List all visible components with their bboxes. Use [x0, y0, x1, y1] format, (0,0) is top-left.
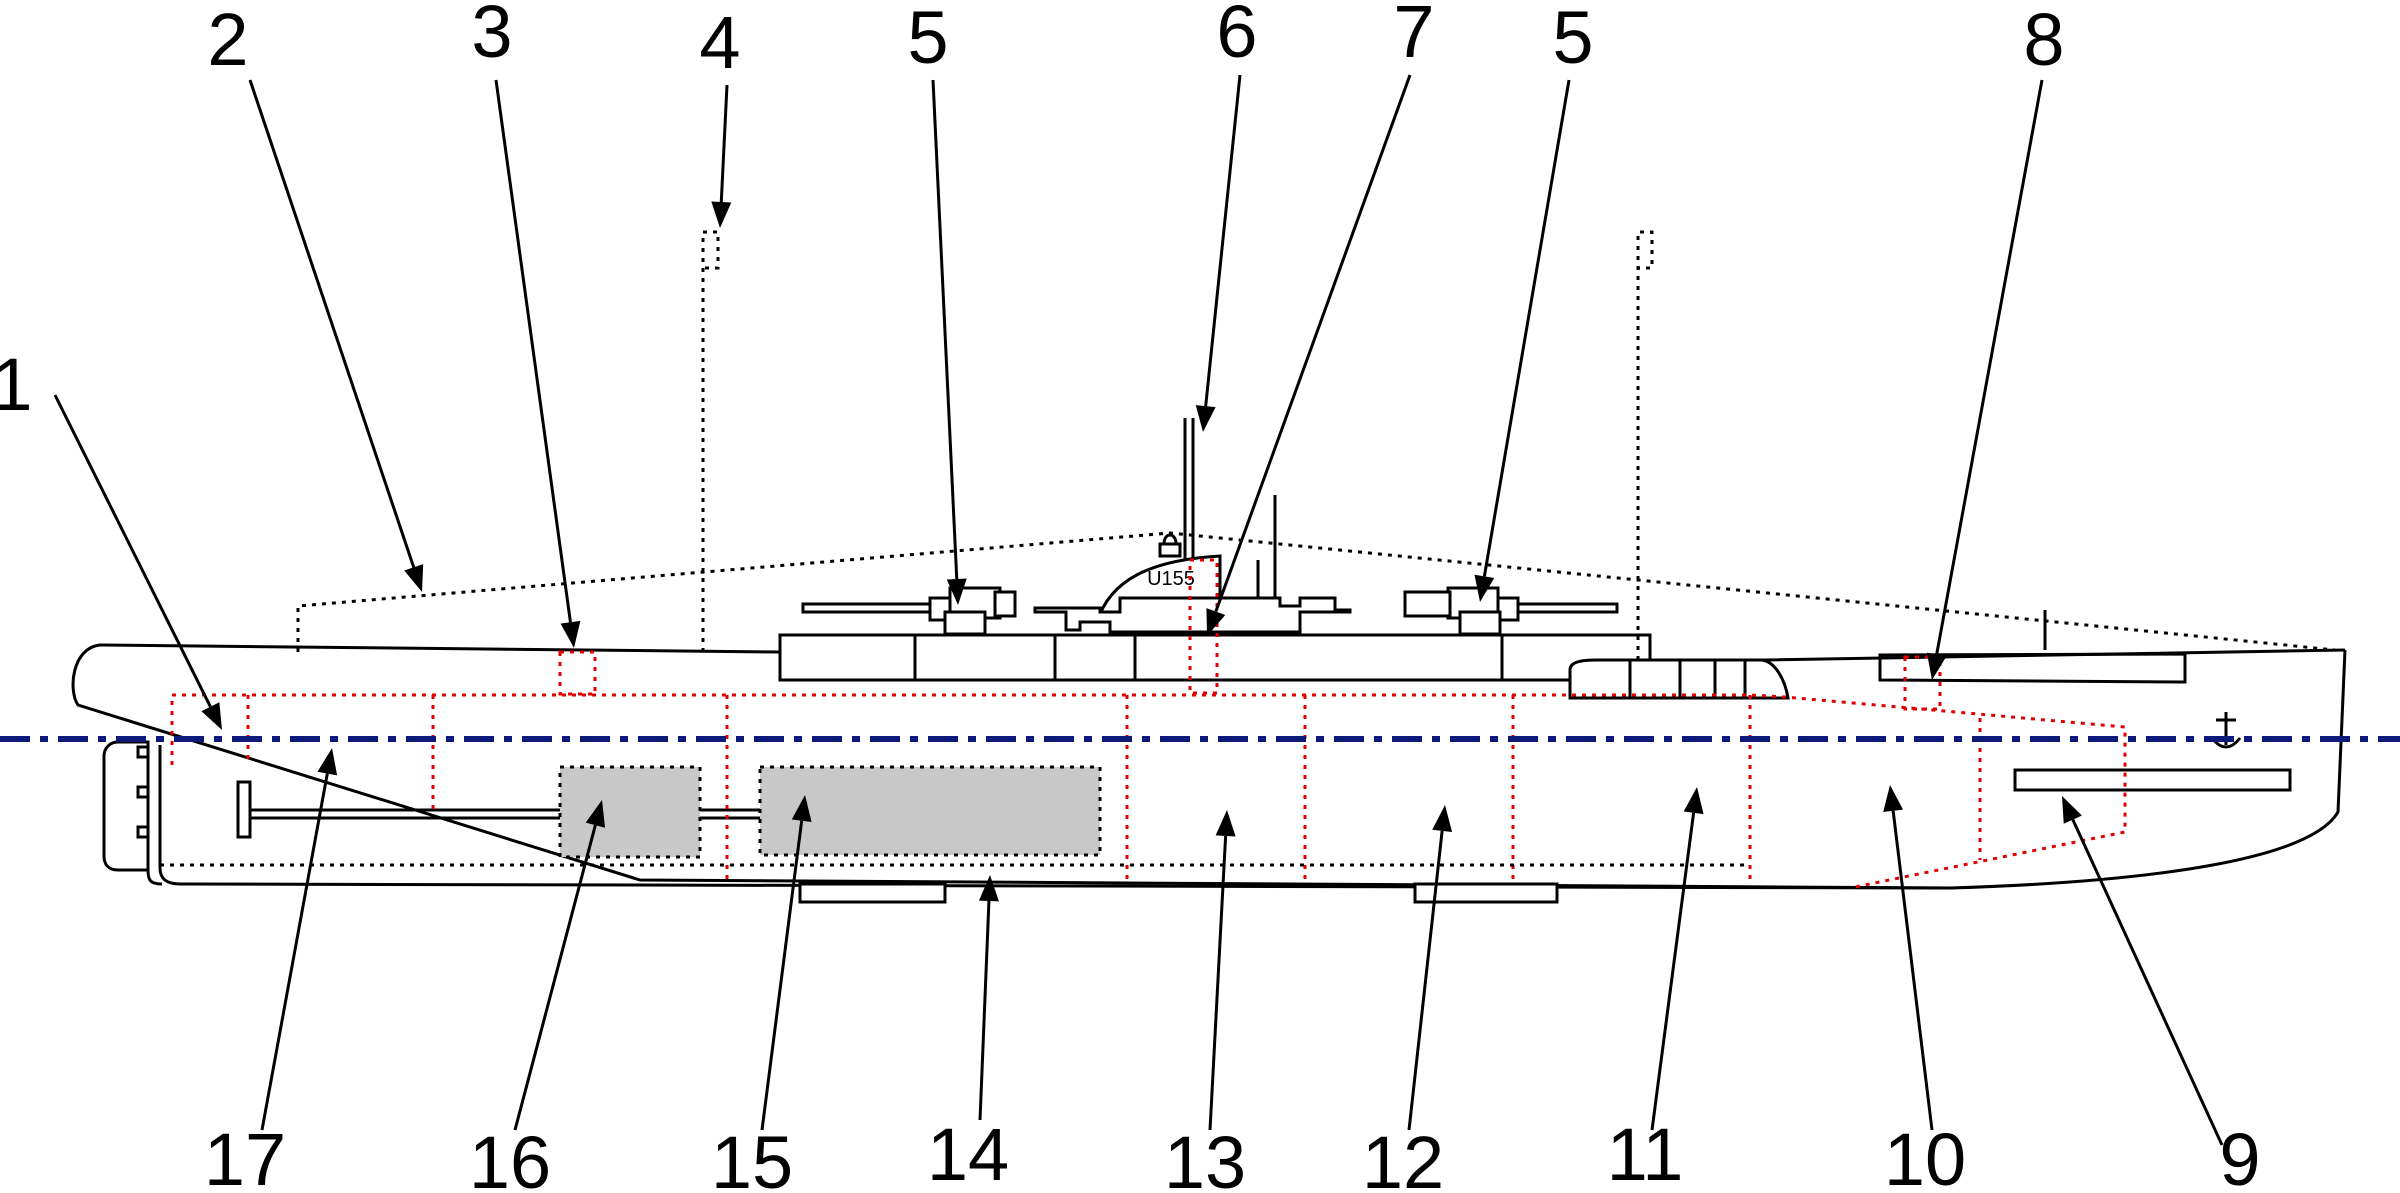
- compartment-bulkheads: [160, 558, 2127, 890]
- callout-15: 15: [711, 1121, 793, 1193]
- callout-arrowhead-9: [2062, 796, 2082, 824]
- radio-antenna: [296, 230, 2336, 660]
- callout-arrowhead-11: [1683, 787, 1704, 815]
- callout-arrow-6: [1204, 74, 1242, 407]
- callout-7: 7: [1393, 0, 1434, 73]
- callout-arrowhead-6: [1195, 405, 1216, 432]
- aft-antenna-mast: [701, 230, 720, 652]
- callout-arrowhead-1: [201, 702, 222, 730]
- pressure-hull-top: [170, 693, 2127, 890]
- aft-deck-gun: [801, 586, 1017, 636]
- callout-arrowhead-4: [711, 201, 732, 228]
- bow-torpedo-tube: [2013, 768, 2292, 792]
- callout-arrow-8: [1935, 79, 2044, 655]
- fwd-deck-gun: [1403, 586, 1619, 636]
- callout-arrow-10: [1891, 810, 1934, 1131]
- callout-arrow-1: [53, 394, 212, 708]
- deck-casing: [778, 633, 1652, 682]
- hull-number: U155: [1147, 568, 1195, 590]
- callout-arrow-11: [1650, 812, 1696, 1131]
- rudder-hinge-lower: [136, 825, 150, 839]
- callout-labels: 1 2 3 4 5 6 7 5 8 9 10 11 12 13 14 15 16…: [0, 0, 2261, 1193]
- callout-16: 16: [469, 1121, 551, 1193]
- callout-arrowhead-16: [585, 800, 606, 828]
- callout-9: 9: [2219, 1118, 2260, 1193]
- keel-line: [158, 745, 1956, 890]
- callout-arrow-16: [513, 824, 597, 1131]
- callout-arrow-9: [2071, 819, 2224, 1146]
- callout-arrowhead-12: [1432, 805, 1453, 832]
- callout-arrowhead-8: [1926, 652, 1947, 680]
- callout-arrowhead-13: [1215, 810, 1236, 837]
- callout-arrow-15: [760, 820, 804, 1131]
- diesel-engines: [758, 765, 1102, 857]
- callout-arrowhead-5a: [946, 578, 967, 605]
- hull-outline: [71, 643, 2347, 890]
- callout-arrow-7: [1214, 74, 1412, 613]
- callout-5b: 5: [1552, 0, 1593, 79]
- bow-deck: [1878, 652, 2187, 684]
- callout-6: 6: [1216, 0, 1257, 73]
- callout-8: 8: [2023, 0, 2064, 81]
- callout-arrowhead-5b: [1474, 574, 1495, 602]
- callout-arrowhead-15: [791, 795, 812, 823]
- callout-arrow-17: [260, 773, 329, 1131]
- callout-5a: 5: [907, 0, 948, 79]
- callout-3: 3: [471, 0, 512, 73]
- rudder-hinge-upper: [136, 745, 150, 759]
- callout-14: 14: [927, 1113, 1009, 1193]
- callout-11: 11: [1607, 1113, 1684, 1193]
- keel-plate-fwd: [1413, 882, 1559, 904]
- callout-arrowhead-14: [978, 875, 999, 902]
- rudder: [102, 740, 150, 872]
- rudder-hinge-mid: [136, 785, 150, 799]
- tower-hatch: [1188, 558, 1219, 695]
- callout-arrow-14: [978, 900, 991, 1121]
- callout-arrow-2: [248, 79, 416, 568]
- callout-4: 4: [699, 1, 740, 84]
- callout-arrow-5b: [1482, 79, 1571, 577]
- callout-arrows: [53, 74, 2224, 1146]
- callout-2: 2: [207, 0, 248, 81]
- fwd-antenna-mast: [1636, 230, 1654, 660]
- callout-arrow-4: [719, 84, 729, 203]
- callout-arrow-12: [1407, 830, 1444, 1131]
- callout-1: 1: [0, 343, 33, 426]
- fwd-hatch: [1903, 655, 1942, 711]
- callout-10: 10: [1884, 1118, 1966, 1193]
- callout-arrowhead-3: [560, 620, 581, 648]
- keel-plate-aft: [798, 882, 947, 904]
- callout-arrow-5a: [931, 79, 959, 580]
- callout-arrowhead-10: [1883, 785, 1904, 813]
- callout-13: 13: [1164, 1121, 1246, 1193]
- propeller: [236, 780, 252, 839]
- bridge-deck: [1033, 596, 1352, 634]
- callout-arrow-13: [1208, 835, 1228, 1131]
- electric-motor: [558, 765, 702, 859]
- callout-arrowhead-7: [1206, 608, 1226, 636]
- callout-arrowhead-17: [317, 748, 338, 776]
- submarine-hull: [71, 610, 2347, 904]
- callout-arrow-3: [494, 79, 572, 623]
- callout-12: 12: [1362, 1121, 1444, 1193]
- aft-hatch: [558, 650, 597, 696]
- callout-arrowhead-2: [404, 564, 424, 592]
- antenna-wire: [296, 531, 2336, 652]
- callout-17: 17: [204, 1118, 286, 1193]
